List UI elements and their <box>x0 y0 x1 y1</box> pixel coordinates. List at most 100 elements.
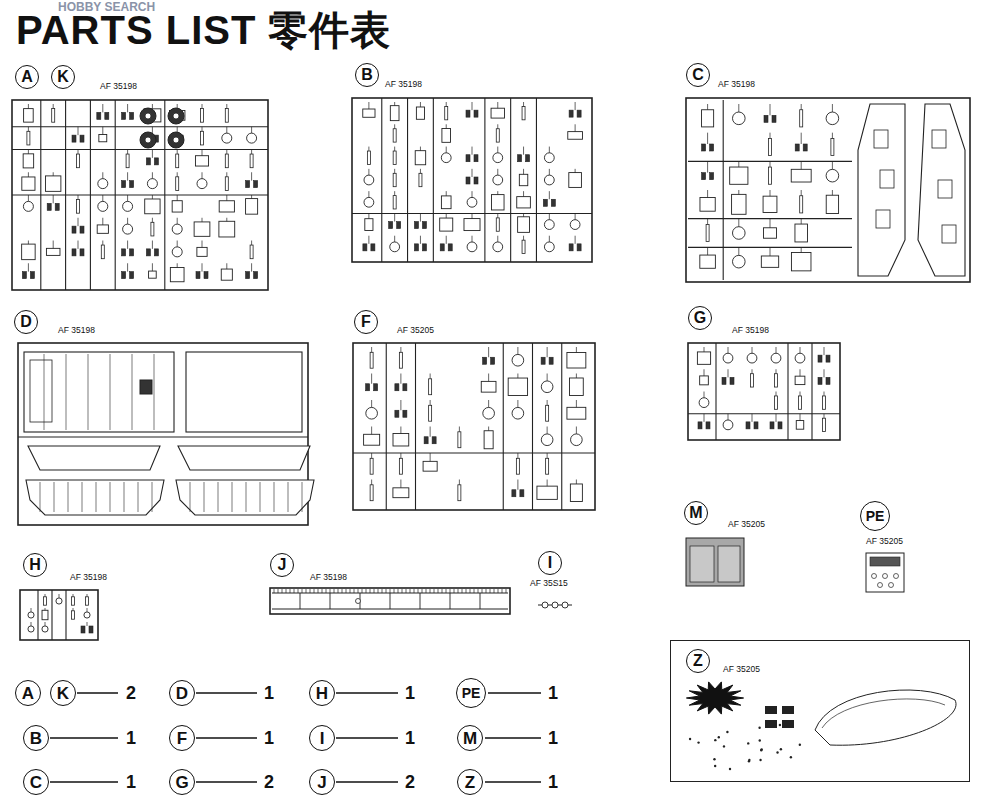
sprue-letter: C <box>686 63 710 87</box>
track-link <box>422 589 423 593</box>
hull-detail <box>874 130 888 148</box>
plastic-part <box>72 249 76 256</box>
track-link <box>390 589 391 593</box>
plastic-part <box>567 407 586 419</box>
plastic-part <box>492 195 505 210</box>
plastic-part <box>172 247 182 257</box>
sprue-letter: K <box>50 680 76 706</box>
sprue-gate <box>801 104 802 110</box>
road-wheel-hub <box>145 113 151 119</box>
plastic-part <box>466 155 470 162</box>
sprue-letter: H <box>309 680 335 706</box>
sprue-gate <box>801 133 802 144</box>
plastic-part <box>775 374 778 387</box>
plastic-part <box>89 626 93 633</box>
track-segment <box>420 593 421 609</box>
decal-sheet-panel: AF 35205Z <box>670 640 970 782</box>
plastic-part <box>147 179 157 189</box>
plastic-part <box>474 177 478 184</box>
sprue-gate <box>394 236 395 242</box>
track-link <box>378 589 379 593</box>
track-link <box>298 589 299 593</box>
track-link <box>346 589 347 593</box>
plastic-part <box>552 602 558 608</box>
sprue-gate <box>549 236 550 242</box>
sprue-gate <box>446 236 447 244</box>
hull-side-part <box>918 104 965 276</box>
plastic-part <box>537 486 557 499</box>
decal-marking <box>765 706 777 714</box>
plastic-part <box>172 224 182 234</box>
plastic-part <box>194 222 210 236</box>
plastic-part <box>424 437 428 444</box>
plastic-part <box>466 110 470 117</box>
track-link <box>486 589 487 593</box>
plastic-part <box>831 138 834 155</box>
sprue-gate <box>400 347 401 352</box>
track-segment <box>450 593 451 609</box>
track-link <box>294 589 295 593</box>
track-link <box>322 589 323 593</box>
plastic-part <box>778 422 782 429</box>
decal-dot <box>726 731 728 733</box>
plastic-part <box>541 434 553 446</box>
sprue-gate <box>472 147 473 155</box>
hull-detail <box>938 180 952 198</box>
decal-dot <box>748 759 750 761</box>
sprue-letter-text: D <box>176 685 188 702</box>
sprue-gate <box>400 480 401 488</box>
sprue-letter: K <box>51 65 75 89</box>
plastic-part <box>77 154 80 168</box>
sprue-runner <box>37 590 38 640</box>
watermark: HOBBY SEARCH <box>58 1 155 13</box>
sprue-letter: M <box>684 501 708 525</box>
sprue-letter: F <box>169 725 195 751</box>
decal-dot <box>697 741 699 743</box>
plastic-part <box>204 272 208 279</box>
decal-dot <box>780 748 782 750</box>
plastic-part <box>176 154 179 168</box>
sprue-gate <box>368 102 369 109</box>
quantity: 1 <box>126 729 136 747</box>
sprue-gate <box>394 169 395 173</box>
decal-dot <box>759 759 761 761</box>
part-code: AF 35198 <box>58 326 95 335</box>
sprue-gate <box>53 172 54 176</box>
part-code: AF 35198 <box>718 80 755 89</box>
sprue-gate <box>738 190 739 194</box>
plastic-part <box>732 112 745 125</box>
plastic-part <box>151 222 154 236</box>
quantity-dash <box>50 737 118 738</box>
sprue-gate <box>127 263 128 271</box>
track-link <box>498 589 499 593</box>
plastic-part <box>730 377 734 384</box>
sprue-gate <box>549 147 550 153</box>
sprue-gate <box>800 414 801 421</box>
plastic-part <box>197 247 207 256</box>
hull-detail <box>932 130 946 148</box>
sprue-gate <box>430 427 431 437</box>
sprue-gate <box>523 191 524 196</box>
sprue-runner <box>407 98 408 262</box>
sprue-gate <box>102 218 103 225</box>
sprue-gate <box>497 169 498 175</box>
sprue-gate <box>420 213 421 221</box>
sprue-letter-text: H <box>316 685 328 702</box>
sprue-gate <box>152 263 153 271</box>
sprue-gate <box>251 127 252 133</box>
hull-side-part <box>858 104 905 276</box>
plastic-part <box>399 458 402 474</box>
plastic-part <box>800 196 803 213</box>
track-guard <box>28 446 160 470</box>
plastic-part <box>44 597 47 605</box>
plastic-part <box>569 110 573 117</box>
sprue-gate <box>770 219 771 228</box>
plastic-part <box>86 597 89 605</box>
sprue-letter-text: F <box>177 730 187 747</box>
plastic-part <box>458 432 461 448</box>
plastic-part <box>81 626 85 633</box>
sprue-gate <box>202 241 203 248</box>
sprue-gate <box>152 150 153 158</box>
quantity: 1 <box>405 729 415 747</box>
sprue-letter-text: C <box>692 67 704 83</box>
